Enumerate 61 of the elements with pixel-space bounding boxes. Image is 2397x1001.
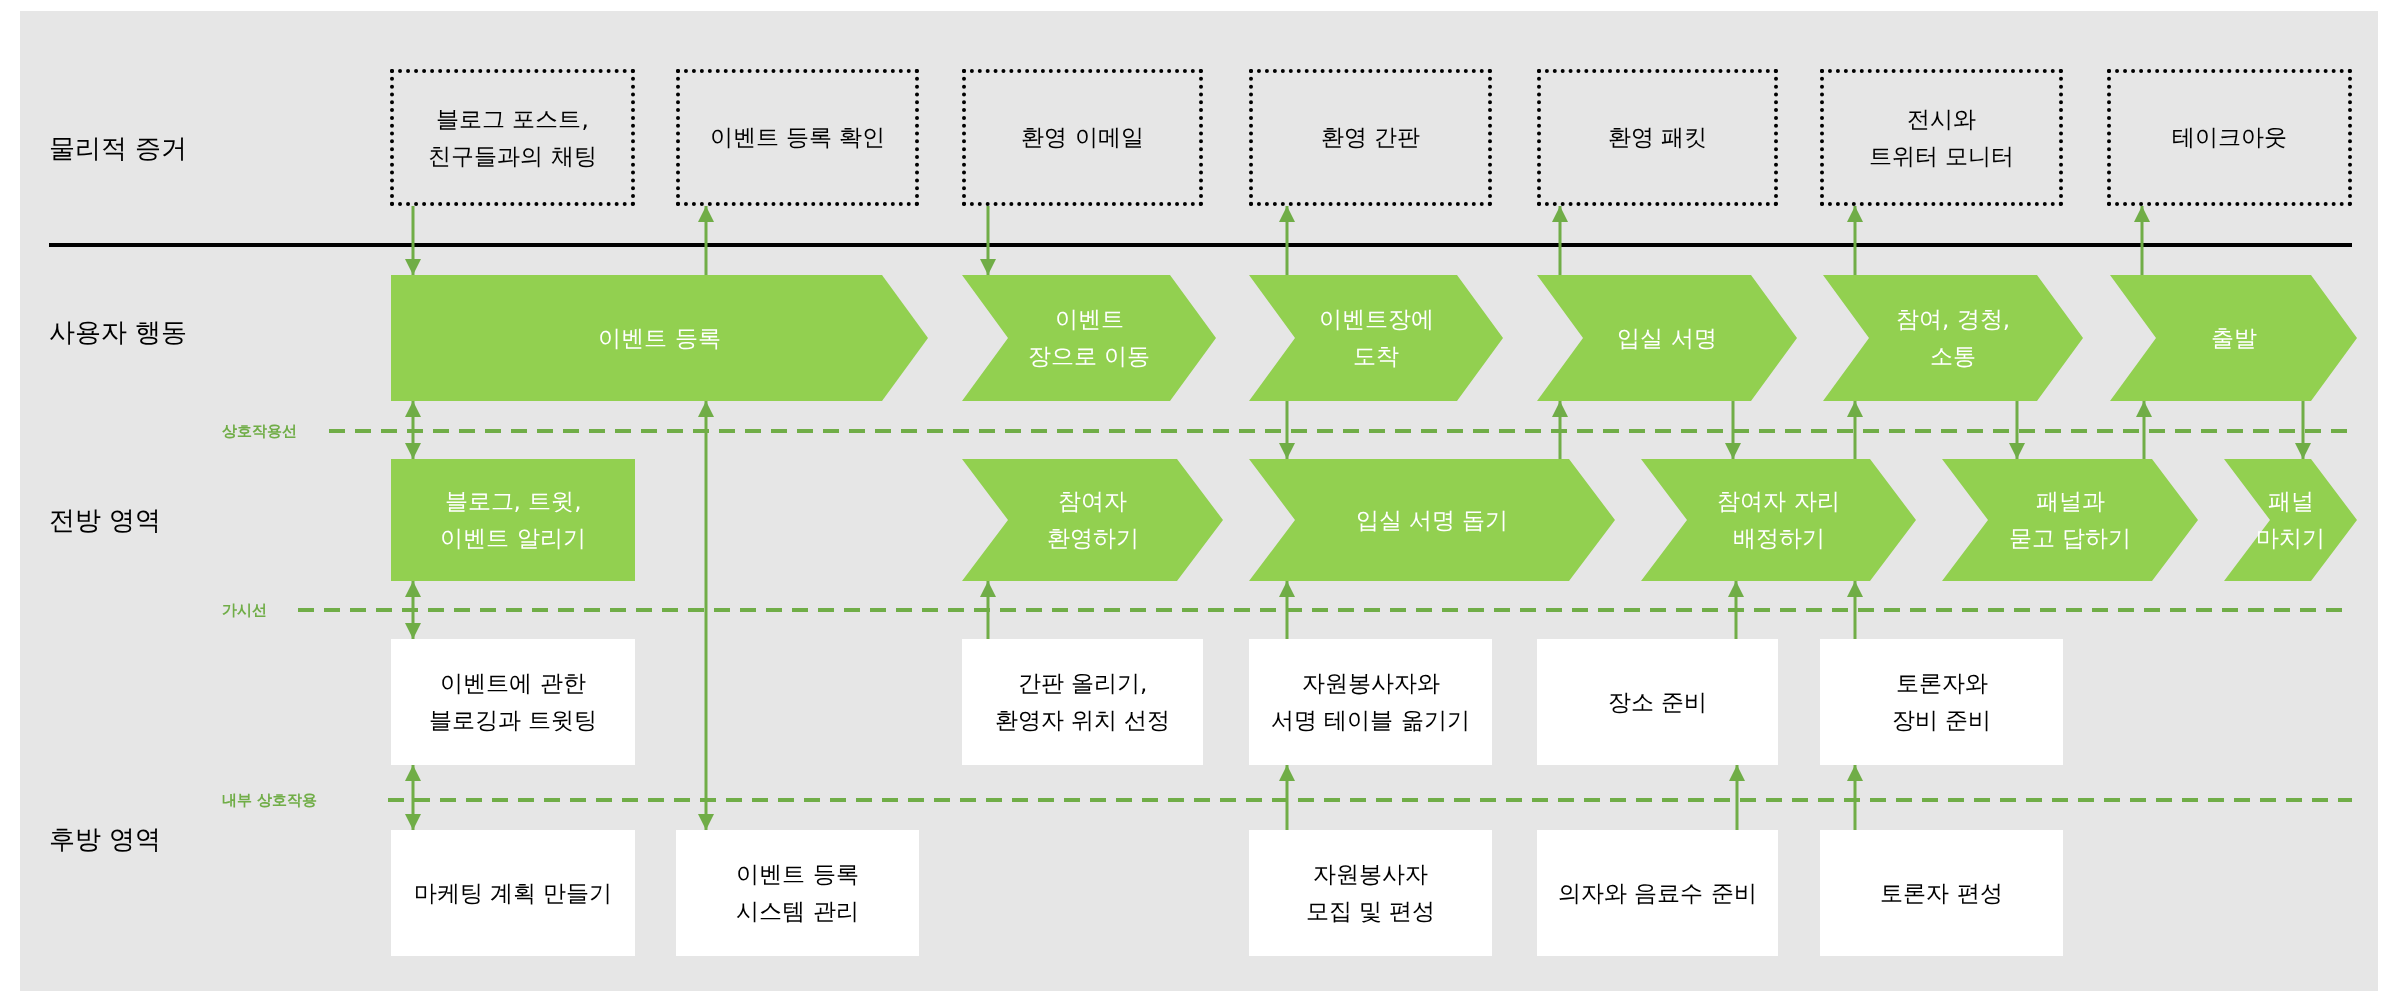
chevron-step: 패널과 묻고 답하기 bbox=[1942, 459, 2198, 581]
chevron-step: 출발 bbox=[2110, 275, 2357, 401]
arrow bbox=[2134, 206, 2150, 275]
arrow bbox=[1729, 765, 1745, 830]
evidence-box: 환영 이메일 bbox=[962, 69, 1203, 206]
arrow bbox=[405, 401, 421, 459]
chevron-step: 참여자 환영하기 bbox=[962, 459, 1223, 581]
arrow bbox=[1847, 401, 1863, 459]
chevron-step: 패널 마치기 bbox=[2224, 459, 2357, 581]
arrow bbox=[1279, 765, 1295, 830]
process-box: 의자와 음료수 준비 bbox=[1537, 830, 1778, 956]
lane-title: 전방 영역 bbox=[49, 503, 162, 537]
lane-title: 후방 영역 bbox=[49, 822, 162, 856]
chevron-step: 이벤트장에 도착 bbox=[1249, 275, 1503, 401]
arrow bbox=[698, 401, 714, 830]
process-box: 토론자와 장비 준비 bbox=[1820, 639, 2063, 765]
line-label: 상호작용선 bbox=[222, 421, 297, 441]
process-box: 간판 올리기, 환영자 위치 선정 bbox=[962, 639, 1203, 765]
arrow bbox=[1847, 581, 1863, 639]
line-label: 가시선 bbox=[222, 600, 267, 620]
arrow bbox=[405, 581, 421, 639]
arrow bbox=[2009, 401, 2025, 459]
arrow bbox=[2295, 401, 2311, 459]
evidence-box: 환영 간판 bbox=[1249, 69, 1492, 206]
evidence-box: 테이크아웃 bbox=[2107, 69, 2352, 206]
line-label: 내부 상호작용 bbox=[222, 790, 318, 810]
arrow bbox=[405, 206, 421, 275]
arrow bbox=[1847, 765, 1863, 830]
arrow bbox=[980, 206, 996, 275]
process-box: 이벤트 등록 시스템 관리 bbox=[676, 830, 919, 956]
arrow bbox=[1847, 206, 1863, 275]
arrow bbox=[1552, 206, 1568, 275]
arrow bbox=[1279, 581, 1295, 639]
process-box: 장소 준비 bbox=[1537, 639, 1778, 765]
arrow bbox=[405, 765, 421, 830]
arrow bbox=[1552, 401, 1568, 459]
chevron-step: 이벤트 장으로 이동 bbox=[962, 275, 1216, 401]
lane-title: 물리적 증거 bbox=[49, 131, 188, 165]
process-box: 자원봉사자 모집 및 편성 bbox=[1249, 830, 1492, 956]
evidence-box: 전시와 트위터 모니터 bbox=[1820, 69, 2063, 206]
chevron-step: 입실 서명 돕기 bbox=[1249, 459, 1615, 581]
arrow bbox=[1279, 206, 1295, 275]
arrow bbox=[1279, 401, 1295, 459]
arrow bbox=[1728, 581, 1744, 639]
evidence-box: 블로그 포스트, 친구들과의 채팅 bbox=[390, 69, 635, 206]
evidence-box: 이벤트 등록 확인 bbox=[676, 69, 919, 206]
process-box: 블로그, 트윗, 이벤트 알리기 bbox=[391, 459, 635, 581]
lane-title: 사용자 행동 bbox=[49, 315, 188, 349]
process-box: 자원봉사자와 서명 테이블 옮기기 bbox=[1249, 639, 1492, 765]
chevron-step: 이벤트 등록 bbox=[391, 275, 928, 401]
process-box: 마케팅 계획 만들기 bbox=[391, 830, 635, 956]
chevron-step: 입실 서명 bbox=[1537, 275, 1797, 401]
chevron-step: 참여자 자리 배정하기 bbox=[1641, 459, 1916, 581]
arrow bbox=[980, 581, 996, 639]
evidence-box: 환영 패킷 bbox=[1537, 69, 1778, 206]
arrow bbox=[698, 206, 714, 275]
process-box: 토론자 편성 bbox=[1820, 830, 2063, 956]
process-box: 이벤트에 관한 블로깅과 트윗팅 bbox=[391, 639, 635, 765]
chevron-step: 참여, 경청, 소통 bbox=[1823, 275, 2083, 401]
arrow bbox=[1725, 401, 1741, 459]
arrow bbox=[2136, 401, 2152, 459]
